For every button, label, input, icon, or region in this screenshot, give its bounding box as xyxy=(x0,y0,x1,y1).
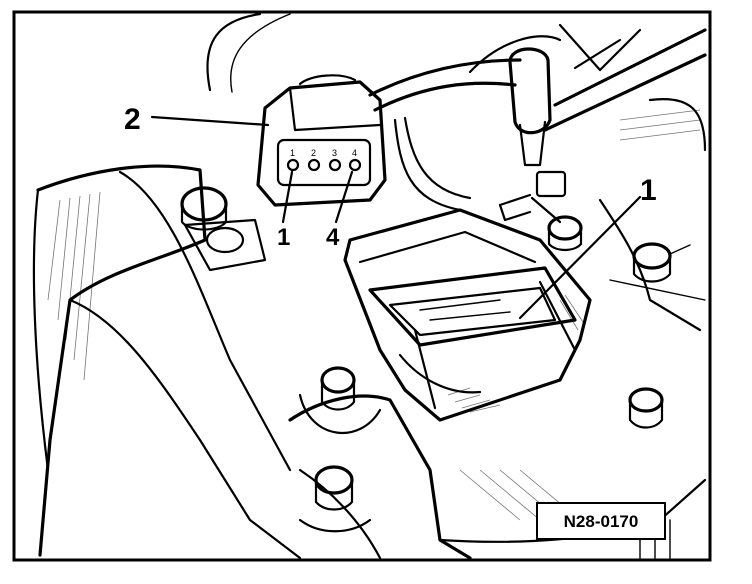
connector-face-mark-4: 4 xyxy=(352,148,357,158)
callout-label-2: 2 xyxy=(124,103,141,136)
bolt-upper-right xyxy=(632,242,691,283)
connector-pin-4-socket xyxy=(348,158,362,172)
bolt-lower-right xyxy=(628,387,664,429)
figure-frame xyxy=(12,10,712,562)
bolt-lower-left xyxy=(298,366,382,435)
reference-code-box: N28-0170 xyxy=(536,502,666,540)
bolt-upper-center xyxy=(547,215,583,252)
sensor-probe xyxy=(498,47,567,224)
ignition-coil-component xyxy=(343,208,592,422)
connector-face-mark-2: 2 xyxy=(311,148,316,158)
connector-pin-1-socket xyxy=(286,158,300,172)
connector-pin-3-socket xyxy=(328,158,342,172)
connector-pin-2-socket xyxy=(307,158,321,172)
callout-label-1-component: 1 xyxy=(640,174,657,207)
bolt-top-left xyxy=(180,186,267,272)
leader-lines xyxy=(150,115,642,320)
pin-label-1: 1 xyxy=(277,224,290,251)
electrical-connector: 1 2 3 4 xyxy=(256,74,387,207)
wiring-harness xyxy=(368,35,562,212)
bolt-bottom-left xyxy=(298,465,372,533)
pin-label-4: 4 xyxy=(326,224,340,251)
connector-face-mark-3: 3 xyxy=(332,148,337,158)
reference-code: N28-0170 xyxy=(564,512,639,531)
connector-face-mark-1: 1 xyxy=(290,148,295,158)
